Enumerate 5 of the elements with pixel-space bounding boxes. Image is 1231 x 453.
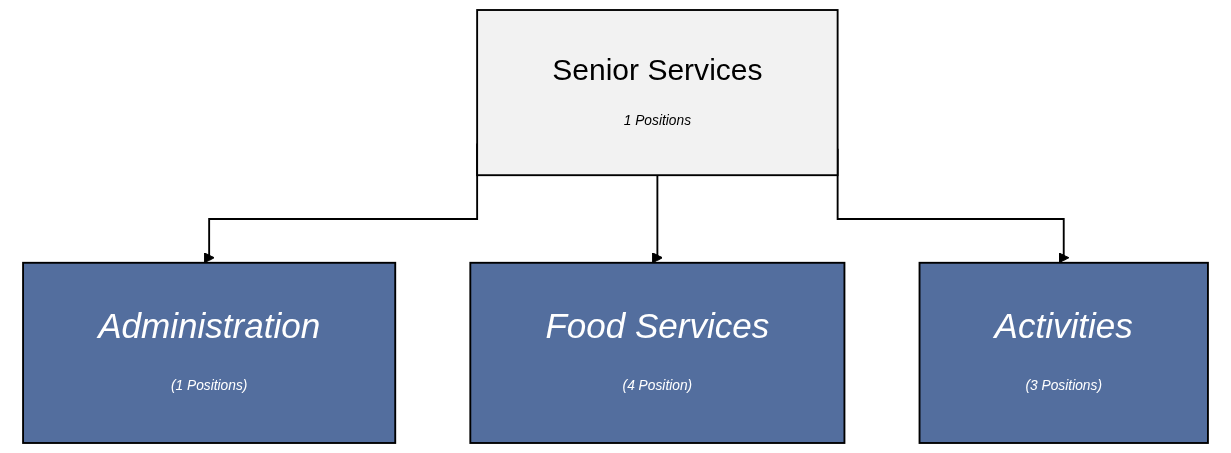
node-box: Activities (3 Positions) [918,261,1209,444]
node-box: Food Services (4 Position) [469,261,846,444]
node-box: Administration (1 Positions) [22,261,397,444]
node-box: Senior Services 1 Positions [476,9,839,177]
arrow [651,174,663,264]
